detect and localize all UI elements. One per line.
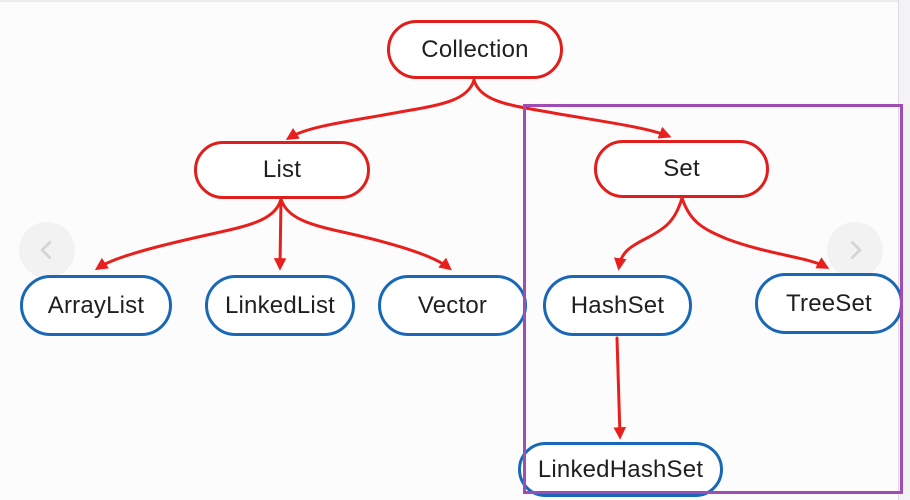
node-linkedhashset[interactable]: LinkedHashSet bbox=[518, 442, 723, 497]
node-vector-label: Vector bbox=[417, 291, 488, 319]
node-list-label: List bbox=[262, 156, 302, 183]
edge-list-vector bbox=[279, 197, 452, 271]
node-arraylist-label: ArrayList bbox=[47, 291, 145, 319]
node-list[interactable]: List bbox=[194, 141, 370, 199]
node-set[interactable]: Set bbox=[594, 140, 769, 198]
chevron-right-icon bbox=[850, 241, 862, 259]
edge-set-hashset bbox=[614, 196, 684, 271]
node-hashset-label: HashSet bbox=[570, 291, 665, 319]
edge-hashset-linkedhashset bbox=[613, 336, 627, 440]
node-linkedlist[interactable]: LinkedList bbox=[205, 275, 355, 336]
node-set-label: Set bbox=[663, 155, 700, 182]
node-arraylist[interactable]: ArrayList bbox=[20, 275, 172, 336]
edge-list-arraylist bbox=[94, 197, 283, 271]
node-treeset[interactable]: TreeSet bbox=[755, 273, 903, 334]
node-collection[interactable]: Collection bbox=[387, 20, 563, 79]
top-divider bbox=[0, 0, 910, 2]
carousel-next-button[interactable] bbox=[827, 222, 883, 278]
edge-list-linkedlist bbox=[273, 197, 287, 271]
node-linkedhashset-label: LinkedHashSet bbox=[537, 455, 704, 483]
node-hashset[interactable]: HashSet bbox=[543, 275, 692, 336]
node-vector[interactable]: Vector bbox=[378, 275, 527, 336]
edge-collection-set bbox=[472, 78, 672, 139]
node-treeset-label: TreeSet bbox=[786, 289, 872, 317]
carousel-prev-button[interactable] bbox=[19, 222, 75, 278]
node-collection-label: Collection bbox=[421, 35, 529, 63]
node-linkedlist-label: LinkedList bbox=[224, 291, 336, 319]
edge-set-treeset bbox=[680, 196, 830, 269]
chevron-left-icon bbox=[40, 241, 52, 259]
edge-collection-list bbox=[285, 78, 476, 141]
